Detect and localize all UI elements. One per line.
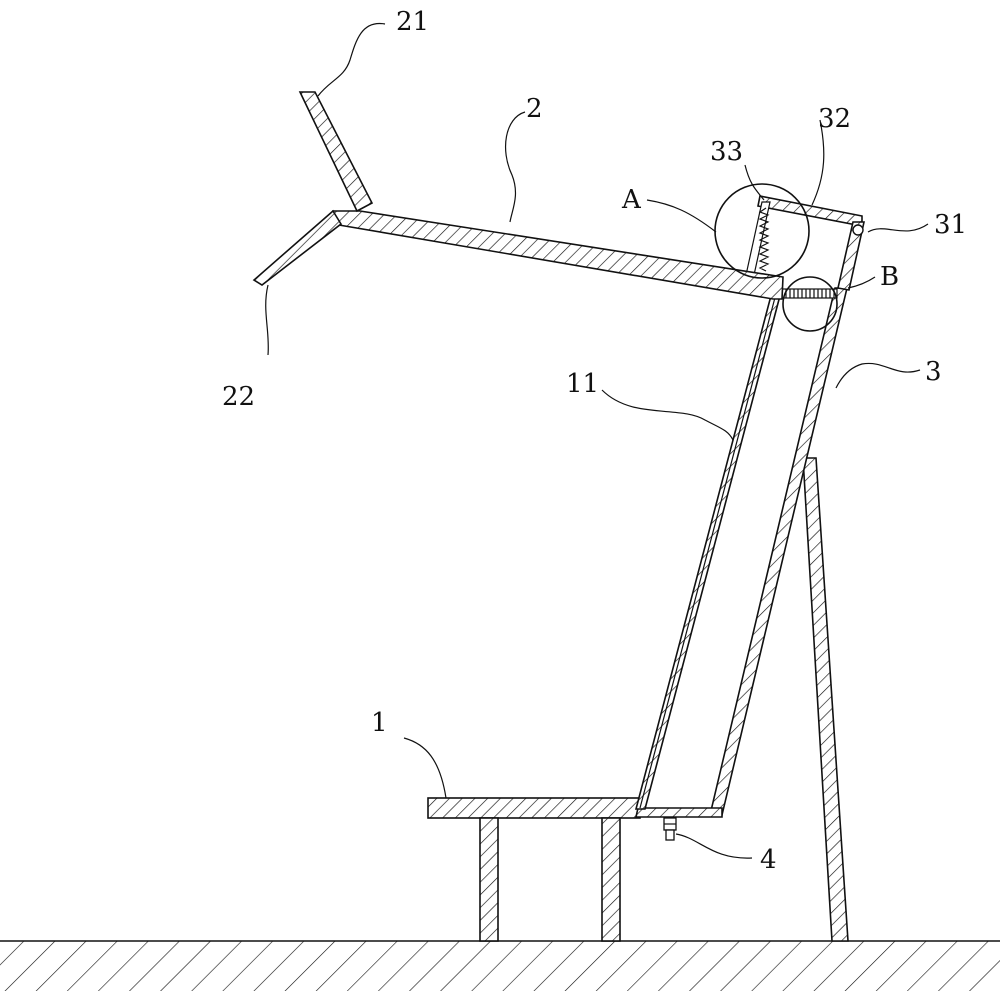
head-frame-part-32 — [757, 195, 865, 291]
label-11: 11 — [566, 369, 599, 399]
ground — [0, 940, 1000, 991]
label-22: 22 — [222, 382, 255, 412]
reference-labels: 21 2 32 33 A 31 B 22 3 11 1 4 — [222, 7, 967, 875]
label-1: 1 — [371, 708, 388, 738]
label-a: A — [621, 185, 642, 215]
inner-plate-part-11 — [634, 287, 784, 810]
label-31: 31 — [934, 210, 967, 240]
bench-part-1 — [427, 797, 641, 942]
fitting-part-4 — [663, 817, 677, 841]
leader-lines — [265, 22, 929, 859]
connector-b — [781, 288, 838, 299]
support-leg — [802, 457, 849, 942]
label-32: 32 — [818, 104, 851, 134]
label-3: 3 — [925, 357, 942, 387]
label-33: 33 — [710, 137, 743, 167]
label-21: 21 — [396, 7, 429, 37]
label-2: 2 — [526, 94, 543, 124]
label-4: 4 — [760, 845, 777, 875]
spring-part-33 — [745, 201, 771, 276]
headrest-part-2 — [252, 91, 784, 300]
detail-circle-b — [782, 276, 838, 332]
label-b: B — [880, 262, 899, 292]
